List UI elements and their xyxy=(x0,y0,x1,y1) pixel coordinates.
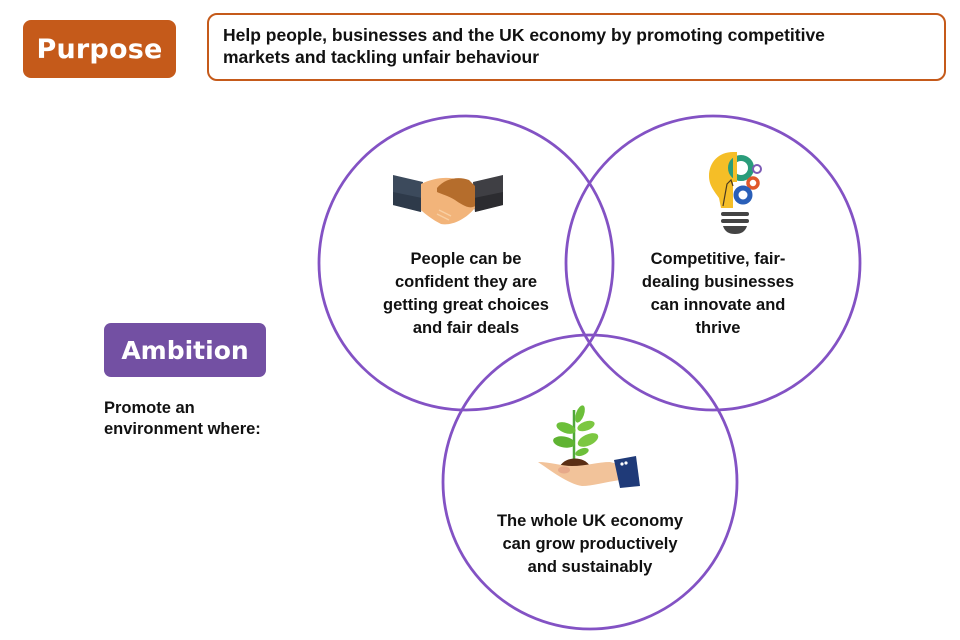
ambition-text-line: Promote an xyxy=(104,399,195,417)
ambition-badge: Ambition xyxy=(104,323,266,377)
venn-circle-people xyxy=(317,114,615,412)
ambition-label: Ambition xyxy=(121,335,249,365)
venn-text-line: thrive xyxy=(695,319,741,337)
venn-text-people: People can be confident they are getting… xyxy=(336,248,596,340)
venn-text-businesses: Competitive, fair- dealing businesses ca… xyxy=(608,248,828,340)
handshake-icon xyxy=(393,175,503,225)
venn-text-line: and fair deals xyxy=(412,319,520,337)
ambition-text: Promote an environment where: xyxy=(104,398,324,440)
venn-text-line: Competitive, fair- xyxy=(650,250,786,268)
purpose-badge: Purpose xyxy=(23,20,176,78)
venn-text-line: can grow productively xyxy=(502,535,678,553)
venn-text-line: getting great choices xyxy=(383,296,549,314)
purpose-description: Help people, businesses and the UK econo… xyxy=(207,13,946,81)
venn-text-line: confident they are xyxy=(394,273,538,291)
venn-text-line: The whole UK economy xyxy=(496,512,684,530)
purpose-label: Purpose xyxy=(36,33,163,65)
purpose-description-line: markets and tackling unfair behaviour xyxy=(223,47,540,67)
ambition-text-line: environment where: xyxy=(104,420,261,438)
venn-text-line: People can be xyxy=(410,250,522,268)
lightbulb-gears-icon xyxy=(709,152,762,234)
venn-text-economy: The whole UK economy can grow productive… xyxy=(460,510,720,579)
venn-text-line: can innovate and xyxy=(650,296,786,314)
venn-circle-businesses xyxy=(564,114,862,412)
hand-plant-icon xyxy=(538,405,640,488)
venn-text-line: and sustainably xyxy=(527,558,653,576)
purpose-description-line: Help people, businesses and the UK econo… xyxy=(223,25,825,45)
venn-text-line: dealing businesses xyxy=(641,273,795,291)
venn-circle-economy xyxy=(441,333,739,631)
